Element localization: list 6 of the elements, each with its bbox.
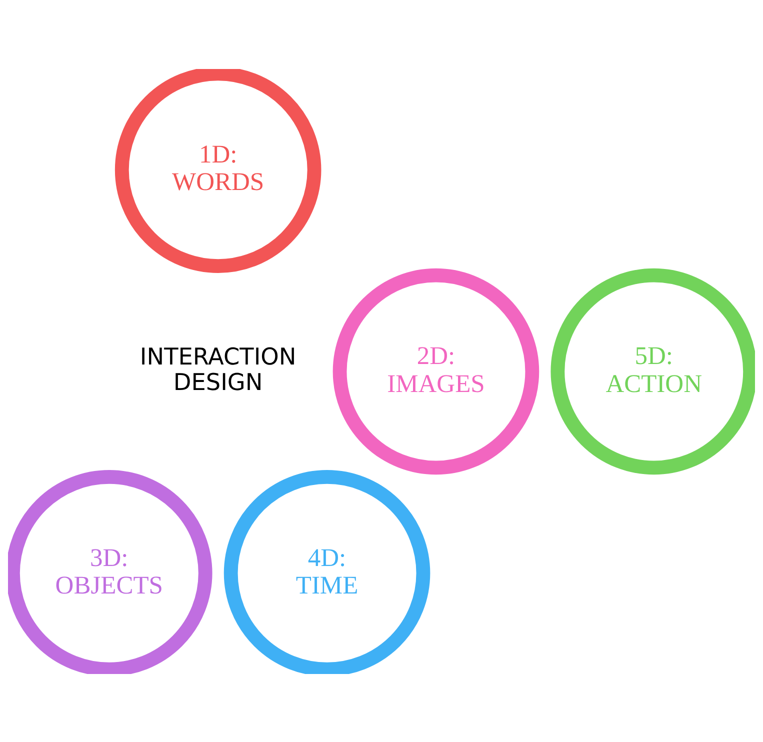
node-circle: 1D: WORDS (114, 68, 322, 272)
node-circle: 4D: TIME (224, 470, 430, 674)
node-circle: 5D: ACTION (550, 268, 755, 474)
label: INTERACTION DESIGN (140, 343, 296, 396)
node-circle: 2D: IMAGES (332, 268, 540, 474)
node-circle: 3D: OBJECTS (8, 470, 212, 674)
